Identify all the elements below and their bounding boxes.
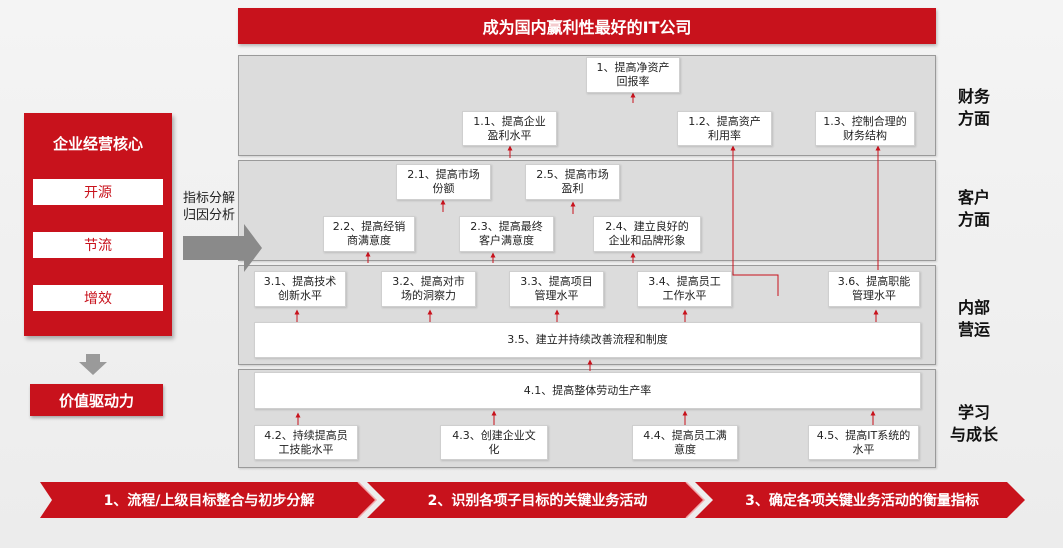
goal-employee-work: 3.4、提高员工 工作水平 [637,271,732,307]
core-item-efficiency: 增效 [33,285,163,311]
goal-brand-image: 2.4、建立良好的 企业和品牌形象 [593,216,701,252]
step-chevron-3 [695,482,1025,518]
value-driver-box: 价值驱动力 [30,384,163,416]
perspective-learning: 学习 与成长 [949,403,998,444]
business-core-title: 企业经营核心 [52,135,143,153]
perspective-internal: 内部 营运 [957,298,990,339]
step-chevron-2 [367,482,704,518]
perspective-financial: 财务 方面 [957,87,990,128]
down-arrow-icon [79,354,107,375]
goal-tech-innovation: 3.1、提高技术 创新水平 [254,271,346,307]
goal-market-profit: 2.5、提高市场 盈利 [525,164,620,200]
goal-financial-structure: 1.3、控制合理的 财务结构 [815,111,915,146]
goal-dealer-satisfaction: 2.2、提高经销 商满意度 [323,216,415,252]
step-3-label: 3、确定各项关键业务活动的衡量指标 [745,493,979,509]
goal-banner: 成为国内赢利性最好的IT公司 [238,8,936,44]
big-gray-arrow [183,224,262,272]
perspective-customer: 客户 方面 [957,188,990,229]
goal-market-insight: 3.2、提高对市 场的洞察力 [381,271,476,307]
goal-asset-utilization: 1.2、提高资产 利用率 [677,111,772,146]
goal-process-system: 3.5、建立并持续改善流程和制度 [254,322,921,358]
process-steps: 1、流程/上级目标整合与初步分解 2、识别各项子目标的关键业务活动 3、确定各项… [40,482,1025,518]
step-2-label: 2、识别各项子目标的关键业务活动 [427,493,648,509]
goal-customer-satisfaction: 2.3、提高最终 客户满意度 [459,216,554,252]
goal-staff-satisfaction: 4.4、提高员工满 意度 [632,425,738,460]
goal-roe: 1、提高净资产 回报率 [586,57,680,93]
goal-staff-skills: 4.2、持续提高员 工技能水平 [254,425,358,460]
step-chevron-1 [40,482,376,518]
core-item-cost: 节流 [33,232,163,258]
business-core-panel: 企业经营核心 开源 节流 增效 [24,113,172,336]
step-1-label: 1、流程/上级目标整合与初步分解 [103,493,315,509]
goal-corporate-culture: 4.3、创建企业文 化 [440,425,548,460]
core-item-revenue: 开源 [33,179,163,205]
method-label: 指标分解 归因分析 [183,191,236,223]
goal-functional-management: 3.6、提高职能 管理水平 [828,271,920,307]
goal-project-management: 3.3、提高项目 管理水平 [509,271,604,307]
goal-market-share: 2.1、提高市场 份额 [396,164,491,200]
goal-labor-productivity: 4.1、提高整体劳动生产率 [254,372,921,409]
goal-profit-level: 1.1、提高企业 盈利水平 [462,111,557,146]
goal-it-systems: 4.5、提高IT系统的 水平 [808,425,919,460]
